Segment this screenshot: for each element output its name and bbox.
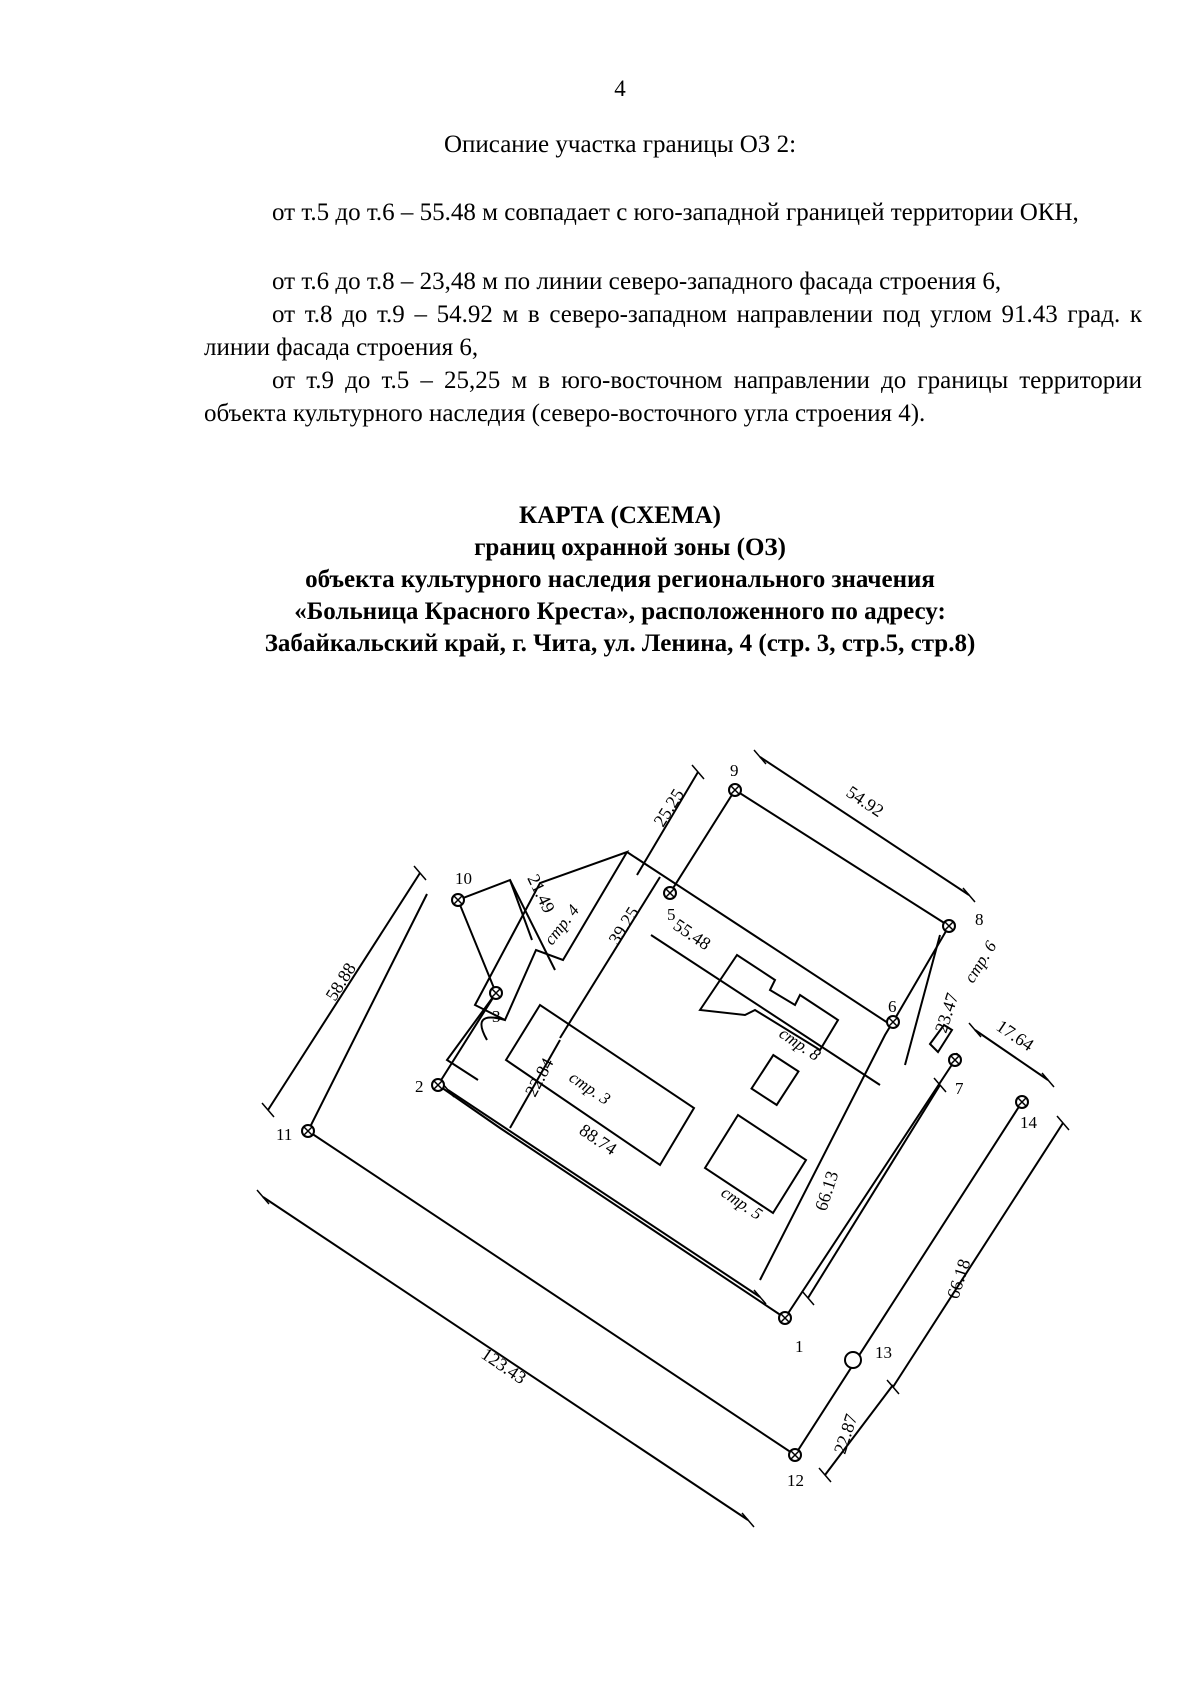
building-label-str3: стр. 3	[566, 1068, 614, 1109]
dim-line-2525	[636, 771, 699, 876]
map-title-line-3: объекта культурного наследия регионально…	[305, 566, 935, 593]
point-label-8: 8	[975, 910, 984, 929]
site-boundary-south	[437, 1084, 786, 1319]
point-label-1: 1	[795, 1337, 804, 1356]
point-label-11: 11	[276, 1125, 292, 1144]
dim-label-12343: 123.43	[478, 1344, 530, 1388]
dim-line-2284	[509, 1039, 561, 1129]
territory-outline-west	[445, 992, 497, 1081]
map-title-line-5: Забайкальский край, г. Чита, ул. Ленина,…	[264, 630, 976, 657]
building-label-str5: стр. 5	[718, 1183, 766, 1224]
dim-label-3925: 39.25	[604, 903, 642, 948]
building-label-str6: стр. 6	[960, 937, 1000, 986]
dim-line-3925	[559, 876, 661, 1039]
dim-line-5492	[759, 756, 970, 896]
building-8-annex	[750, 1053, 800, 1107]
building-label-str8: стр. 8	[776, 1024, 825, 1065]
map-title-line-1: КАРТА (СХЕМА)	[519, 502, 721, 529]
paragraph-segment-9-5: от т.9 до т.5 – 25,25 м в юго-восточном …	[204, 367, 1142, 427]
zone-2-boundary	[669, 788, 951, 1023]
building-3-outline	[504, 1003, 696, 1167]
dim-line-12343	[262, 1196, 749, 1521]
point-label-7: 7	[955, 1079, 964, 1098]
paragraph-segment-8-9: от т.8 до т.9 – 54.92 м в северо-западно…	[204, 301, 1142, 361]
dim-line-2149	[509, 879, 556, 971]
dim-label-1764: 17.64	[993, 1016, 1038, 1055]
dim-label-5548: 55.48	[670, 915, 715, 954]
outer-boundary	[306, 893, 1023, 1457]
building-5-outline	[703, 1113, 808, 1215]
point-label-14: 14	[1020, 1113, 1038, 1132]
point-label-10: 10	[455, 869, 472, 888]
dim-label-5888: 58.88	[321, 959, 359, 1004]
dim-label-2525: 25.25	[649, 785, 687, 830]
paragraph-segment-6-8: от т.6 до т.8 – 23,48 м по линии северо-…	[272, 268, 1002, 295]
scheme-lines	[262, 756, 1064, 1521]
section-heading: Описание участка границы ОЗ 2:	[443, 131, 797, 158]
dim-ticks	[256, 749, 1070, 1528]
building-6-outline	[928, 1023, 954, 1054]
point-label-3: 3	[492, 1007, 501, 1026]
paragraph-segment-5-6: от т.5 до т.6 – 55.48 м совпадает с юго-…	[272, 199, 1079, 226]
map-title-line-4: «Больница Красного Креста», расположенно…	[294, 598, 946, 625]
dim-line-6618	[892, 1122, 1064, 1388]
point-label-6: 6	[888, 997, 897, 1016]
point-label-12: 12	[787, 1471, 804, 1490]
dim-label-2347: 23.47	[931, 991, 963, 1036]
territory-inner-line	[626, 851, 893, 1281]
point-label-2: 2	[415, 1077, 424, 1096]
page-number: 4	[614, 76, 626, 101]
dim-label-2284: 22.84	[521, 1055, 558, 1100]
dim-line-5888	[267, 872, 421, 1111]
point-label-13: 13	[875, 1343, 892, 1362]
dim-line-2287	[824, 1384, 894, 1476]
point-crosshairs	[303, 785, 1027, 1460]
dimension-labels: 54.92 25.25 21.49 39.25 55.48 58.88 23.4…	[321, 782, 1037, 1457]
point-label-5: 5	[667, 905, 676, 924]
dim-label-6613: 66.13	[811, 1169, 843, 1214]
dim-label-8874: 88.74	[576, 1120, 621, 1159]
map-title-line-2: границ охранной зоны (ОЗ)	[474, 534, 786, 561]
territory-arc	[480, 1016, 506, 1041]
point-label-9: 9	[730, 761, 739, 780]
map-title: КАРТА (СХЕМА) границ охранной зоны (ОЗ) …	[0, 500, 1200, 660]
site-boundary-east	[784, 1052, 958, 1319]
dim-line-8874	[447, 1089, 761, 1298]
point-labels: 1 2 3 5 6 7 8 9 10 11 12 13 14	[276, 761, 1038, 1490]
dim-label-6618: 66.18	[943, 1257, 975, 1302]
building-labels: стр. 3 стр. 4 стр. 5 стр. 6 стр. 8	[540, 901, 1000, 1224]
dim-line-1764	[974, 1029, 1049, 1081]
point-13-marker	[844, 1351, 862, 1369]
building-8-outline	[698, 953, 840, 1052]
dim-line-5548	[650, 934, 881, 1086]
dim-line-2347	[904, 934, 941, 1066]
dim-line-6613	[807, 1084, 941, 1299]
